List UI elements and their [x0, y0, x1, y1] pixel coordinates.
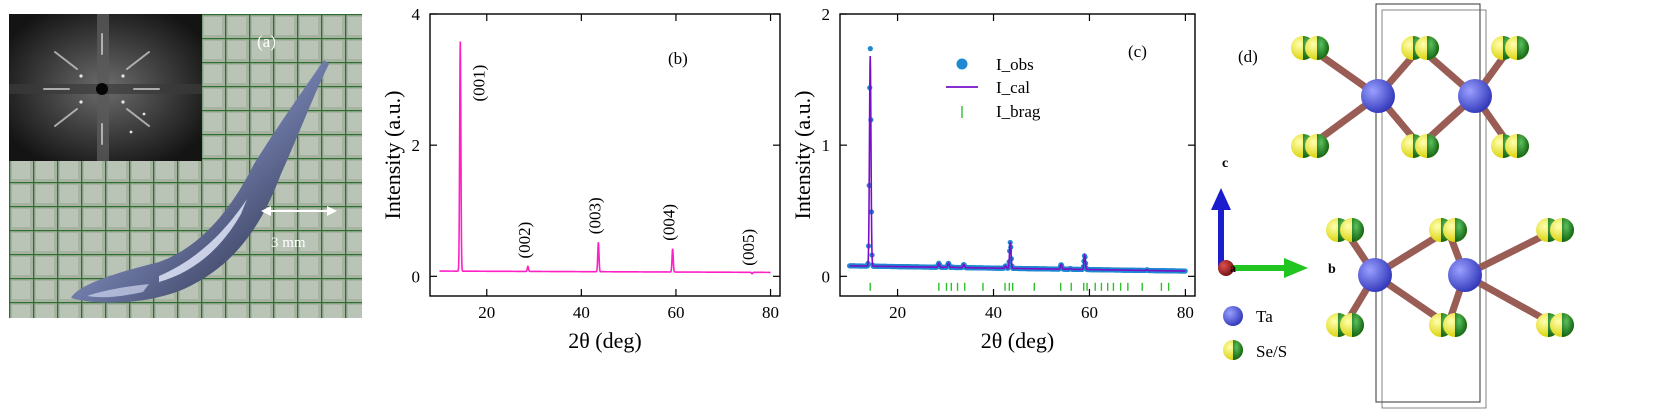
crystal-photo: 3 mm (a) [9, 14, 362, 318]
chart-b-x-tick-label: 40 [573, 303, 590, 322]
chart-b-peak-label: (004) [660, 204, 679, 241]
chart-c-x-tick-label: 60 [1081, 303, 1098, 322]
chart-b-y-tick-label: 4 [412, 5, 421, 24]
se-s-atom [1505, 134, 1529, 158]
chart-c-y-axis-label: Intensity (a.u.) [790, 91, 815, 220]
a-axis-label: a [1230, 261, 1236, 275]
a-axis-marker [1218, 260, 1234, 276]
unit-cell-outline [1375, 3, 1481, 403]
se-s-atom [1505, 36, 1529, 60]
chart-c-panel-label: (c) [1128, 42, 1147, 61]
chart-c-legend-cal-label: I_cal [996, 78, 1030, 97]
chart-c-legend-obs-marker [956, 58, 968, 70]
chart-c-plot-frame [839, 13, 1196, 297]
crystal-highlight [159, 199, 247, 282]
scale-text: 3 mm [271, 235, 306, 251]
chart-c-y-tick-label: 0 [822, 267, 831, 286]
chart-c-y-tick-label: 2 [822, 5, 831, 24]
se-s-atom [1340, 218, 1364, 242]
se-s-atom [1550, 218, 1574, 242]
se-s-atom [1443, 218, 1467, 242]
se-s-atom [1305, 134, 1329, 158]
ta-atom [1361, 79, 1395, 113]
panel-d-label: (d) [1238, 47, 1258, 66]
chart-b-x-tick-label: 80 [762, 303, 779, 322]
scale-bar [261, 206, 337, 216]
chart-b-peak-label: (002) [515, 222, 534, 259]
ta-atom [1358, 258, 1392, 292]
chart-b-peak-label: (003) [585, 197, 604, 234]
se-s-atom [1550, 313, 1574, 337]
legend-ses-marker-half [1233, 340, 1243, 360]
unit-cell-outline-back [1381, 9, 1487, 409]
panel-a-label: (a) [257, 32, 276, 51]
chart-c-legend-obs-label: I_obs [996, 55, 1034, 74]
legend-ses-label: Se/S [1256, 342, 1287, 361]
se-s-atom [1305, 36, 1329, 60]
ta-atom [1448, 258, 1482, 292]
rietveld-chart-c: 20 40 60 80 0 1 2 2θ (deg) Intensity (a.u.) I_obs… [790, 5, 1196, 353]
chart-b-y-tick-label: 0 [412, 267, 421, 286]
se-s-atom [1340, 313, 1364, 337]
chart-c-x-tick-label: 80 [1177, 303, 1194, 322]
chart-b-panel-label: (b) [668, 49, 688, 68]
se-s-atom [1415, 36, 1439, 60]
c-axis-arrowhead [1211, 188, 1231, 210]
xrd-panel-c: 20 40 60 80 0 1 2 2θ (deg) Intensity (a.u.) I_obs… [790, 0, 1220, 412]
chart-c-cal-line [849, 55, 1186, 272]
chart-b-x-tick-label: 60 [667, 303, 684, 322]
se-s-atom [1415, 134, 1439, 158]
chart-c-y-tick-label: 1 [822, 136, 831, 155]
legend-ta-marker [1223, 306, 1243, 326]
se-s-atom [1443, 313, 1467, 337]
chart-b-y-axis-label: Intensity (a.u.) [380, 91, 405, 220]
xrd-panel-b: 20 40 60 80 0 2 4 2θ (deg) Intensity (a.u.) (001)… [360, 0, 800, 412]
c-axis-label: c [1222, 156, 1228, 171]
chart-c-x-tick-label: 40 [985, 303, 1002, 322]
chart-c-x-axis-label: 2θ (deg) [981, 328, 1054, 353]
legend-ta-label: Ta [1256, 307, 1273, 326]
photo-panel: 3 mm (a) [9, 14, 362, 318]
ta-atom [1458, 79, 1492, 113]
crystal-highlight-lower [87, 284, 149, 298]
b-axis-arrowhead [1284, 258, 1308, 278]
chart-b-series-line [439, 41, 771, 275]
chart-c-obs-point [867, 46, 873, 52]
laue-inset [9, 14, 202, 161]
upper-layer [1291, 36, 1529, 158]
chart-b-x-tick-label: 20 [478, 303, 495, 322]
xrd-chart-b: 20 40 60 80 0 2 4 2θ (deg) Intensity (a.u.) (001)… [380, 5, 781, 353]
b-axis-label: b [1328, 262, 1336, 277]
chart-c-legend-brag-label: I_brag [996, 102, 1041, 121]
chart-b-peak-label: (005) [739, 229, 758, 266]
chart-b-y-tick-label: 2 [412, 136, 421, 155]
chart-b-peak-label: (001) [469, 65, 488, 102]
lower-layer [1326, 218, 1574, 337]
chart-b-plot-frame [429, 13, 781, 297]
chart-b-x-axis-label: 2θ (deg) [568, 328, 641, 353]
chart-c-x-tick-label: 20 [889, 303, 906, 322]
